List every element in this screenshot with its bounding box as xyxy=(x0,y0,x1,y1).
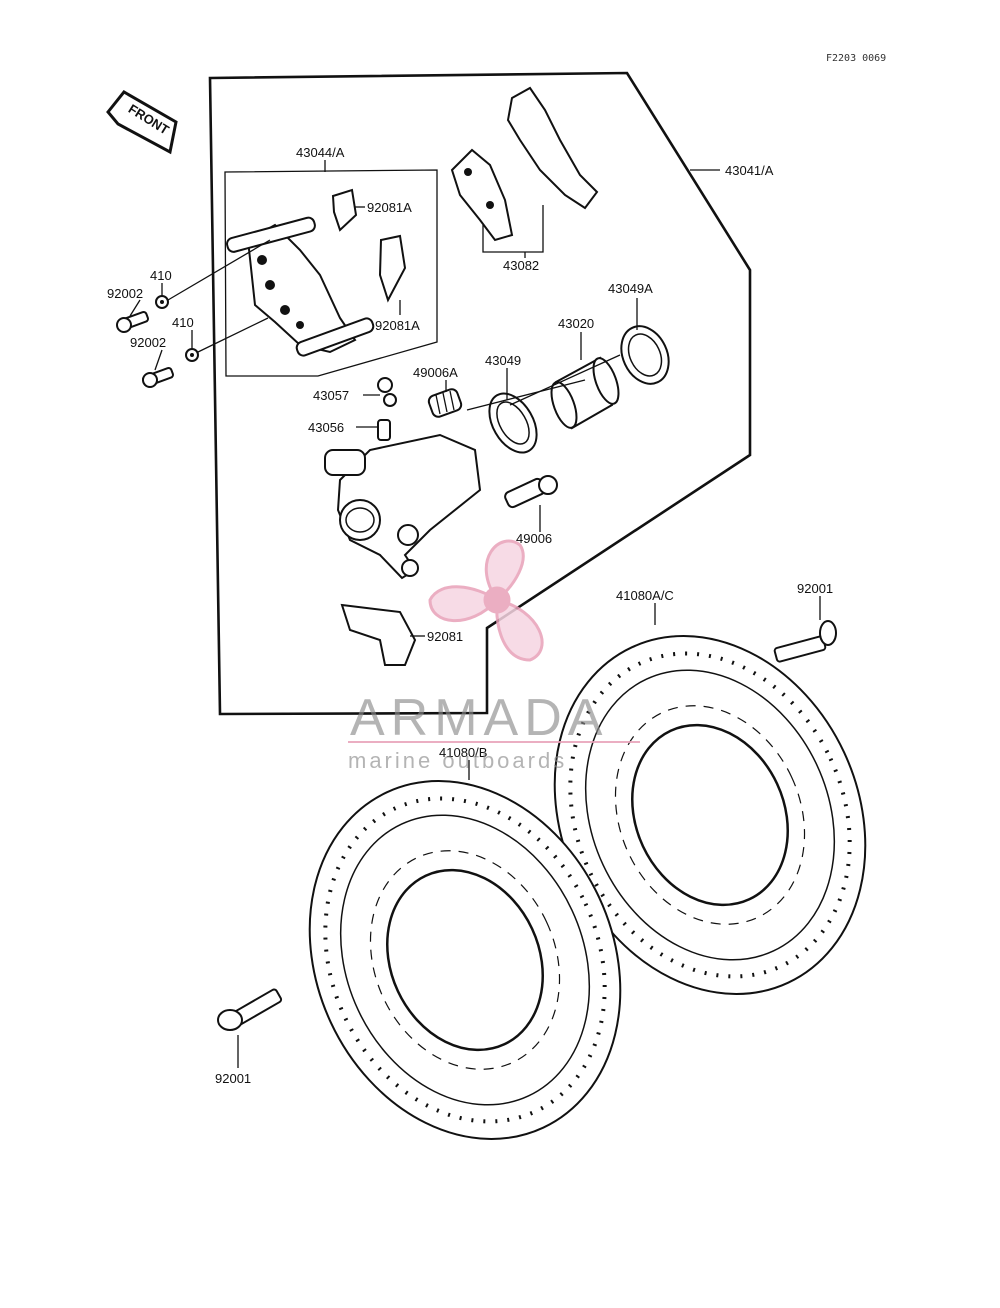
piston-43020 xyxy=(550,356,620,430)
label-92081A-bottom: 92081A xyxy=(375,318,420,333)
label-43041A: 43041/A xyxy=(725,163,774,178)
figure-code: F2203 0069 xyxy=(826,53,886,64)
pin-bolt-49006 xyxy=(504,475,558,509)
bleed-valve-43056 xyxy=(377,419,391,441)
watermark-brand: ARMADA xyxy=(350,689,608,747)
dust-seal-43049 xyxy=(488,392,538,454)
brake-disc-left xyxy=(308,780,622,1140)
bolt-92002-bottom xyxy=(142,367,174,388)
pad-spring-bottom xyxy=(378,234,407,303)
brake-pad-right xyxy=(506,86,599,210)
bolt-92002-top xyxy=(116,311,149,333)
pad-spring-92081 xyxy=(340,603,417,666)
label-41080AC: 41080A/C xyxy=(616,588,674,603)
label-43056: 43056 xyxy=(308,420,344,435)
label-49006A: 49006A xyxy=(413,365,458,380)
label-43082: 43082 xyxy=(503,258,539,273)
caliper-bracket xyxy=(226,216,375,357)
armada-watermark: ARMADA marine outboards xyxy=(348,539,640,773)
label-43049: 43049 xyxy=(485,353,521,368)
boot-49006A xyxy=(427,388,463,418)
label-43049A: 43049A xyxy=(608,281,653,296)
label-92081: 92081 xyxy=(427,629,463,644)
front-arrow-icon: FRONT xyxy=(106,90,178,155)
watermark-tagline: marine outboards xyxy=(348,748,567,773)
pad-spring-top xyxy=(331,188,358,232)
brake-pad-left xyxy=(450,148,514,242)
washer-410-bottom xyxy=(185,348,199,362)
bleed-cap-43057 xyxy=(377,377,397,407)
disc-bolt-left xyxy=(217,988,283,1031)
label-49006: 49006 xyxy=(516,531,552,546)
label-41080B: 41080/B xyxy=(439,745,487,760)
piston-seal-43049A xyxy=(620,325,670,385)
disc-bolt-right xyxy=(773,620,837,663)
leader-lines xyxy=(129,160,821,1068)
label-92001-right: 92001 xyxy=(797,581,833,596)
washer-410-top xyxy=(155,295,169,309)
label-43057: 43057 xyxy=(313,388,349,403)
label-92081A-top: 92081A xyxy=(367,200,412,215)
caliper-body xyxy=(324,433,482,580)
label-410-bottom: 410 xyxy=(172,315,194,330)
caliper-assembly-outline xyxy=(208,71,752,716)
bracket-assembly-box xyxy=(224,169,438,377)
label-92002-top: 92002 xyxy=(107,286,143,301)
label-92001-left: 92001 xyxy=(215,1071,251,1086)
label-92002-bottom: 92002 xyxy=(130,335,166,350)
brake-disc-right xyxy=(553,635,867,995)
propeller-logo-icon xyxy=(428,539,544,662)
label-410-top: 410 xyxy=(150,268,172,283)
label-43044A: 43044/A xyxy=(296,145,345,160)
label-43020: 43020 xyxy=(558,316,594,331)
